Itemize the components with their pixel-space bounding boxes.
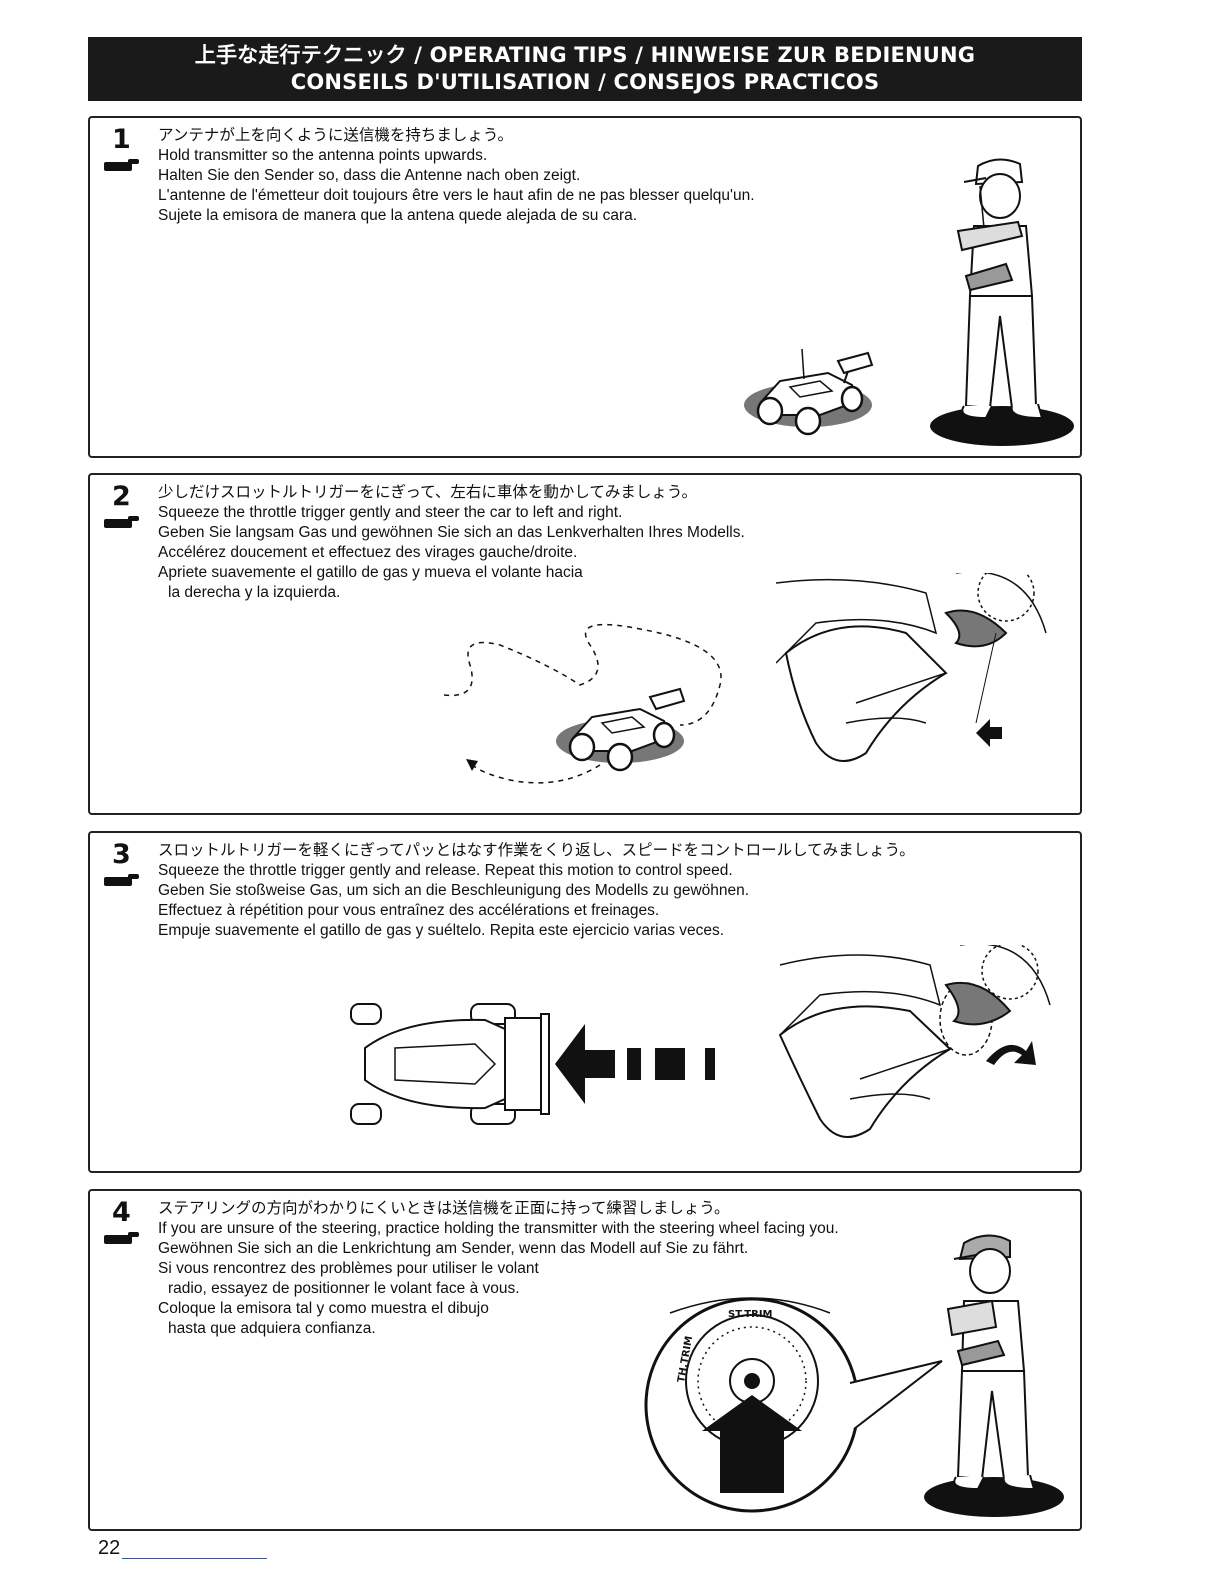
pointing-hand-icon	[104, 516, 139, 528]
text-de: Geben Sie stoßweise Gas, um sich an die …	[158, 882, 750, 899]
step-2-panel: 2 少しだけスロットルトリガーをにぎって、左右に車体を動かしてみましょう。 Sq…	[88, 473, 1082, 815]
text-es-line2: la derecha y la izquierda.	[168, 584, 341, 601]
text-ja: アンテナが上を向くように送信機を持ちましょう。	[158, 127, 513, 144]
text-es-line2: hasta que adquiera confianza.	[168, 1320, 376, 1337]
hand-on-throttle-trigger-illustration	[776, 573, 1047, 762]
page-number: 22	[98, 1537, 121, 1559]
page-header: 上手な走行テクニック / OPERATING TIPS / HINWEISE Z…	[88, 37, 1082, 101]
text-de: Geben Sie langsam Gas und gewöhnen Sie s…	[158, 524, 745, 541]
step-number: 3	[112, 839, 131, 870]
buggy-top-view-illustration	[350, 1003, 715, 1125]
step-4-panel: 4 ステアリングの方向がわかりにくいときは送信機を正面に持って練習しましょう。 …	[88, 1189, 1082, 1531]
step-3-panel: 3 スロットルトリガーを軽くにぎってパッとはなす作業をくり返し、スピードをコント…	[88, 831, 1082, 1173]
pointing-hand-icon	[104, 1232, 139, 1244]
text-es: Empuje suavemente el gatillo de gas y su…	[158, 922, 725, 939]
step-number: 2	[112, 481, 131, 512]
text-es: Sujete la emisora de manera que la anten…	[158, 207, 638, 224]
header-title-line1: 上手な走行テクニック / OPERATING TIPS / HINWEISE Z…	[194, 43, 976, 67]
pointing-hand-icon	[104, 874, 139, 886]
step-2-instructions: 少しだけスロットルトリガーをにぎって、左右に車体を動かしてみましょう。 Sque…	[158, 483, 745, 603]
text-en: Squeeze the throttle trigger gently and …	[158, 862, 733, 879]
text-en: Hold transmitter so the antenna points u…	[158, 147, 488, 164]
step-number: 4	[112, 1197, 131, 1228]
text-de: Halten Sie den Sender so, dass die Anten…	[158, 167, 581, 184]
step-number: 1	[112, 124, 131, 155]
header-title-line2: CONSEILS D'UTILISATION / CONSEJOS PRACTI…	[290, 70, 880, 94]
person-holding-transmitter-facing-illustration	[924, 1234, 1064, 1517]
text-es-line1: Apriete suavemente el gatillo de gas y m…	[158, 564, 583, 581]
st-trim-label: ST.TRIM	[728, 1309, 773, 1320]
text-fr-line2: radio, essayez de positionner le volant …	[168, 1280, 520, 1297]
text-fr: L'antenne de l'émetteur doit toujours êt…	[158, 187, 755, 204]
steering-wheel-closeup-illustration: ST.TRIM TH.TRIM	[644, 1297, 943, 1513]
text-en: If you are unsure of the steering, pract…	[158, 1220, 839, 1237]
step-1-instructions: アンテナが上を向くように送信機を持ちましょう。 Hold transmitter…	[158, 126, 755, 226]
step-1-panel: 1 アンテナが上を向くように送信機を持ちましょう。 Hold transmitt…	[88, 116, 1082, 458]
footer-rule	[122, 1558, 267, 1559]
text-es-line1: Coloque la emisora tal y como muestra el…	[158, 1300, 489, 1317]
rc-buggy-illustration	[744, 348, 874, 436]
pointing-hand-icon	[104, 159, 139, 171]
text-fr: Accélérez doucement et effectuez des vir…	[158, 544, 578, 561]
text-ja: ステアリングの方向がわかりにくいときは送信機を正面に持って練習しましょう。	[158, 1200, 730, 1217]
text-de: Gewöhnen Sie sich an die Lenkrichtung am…	[158, 1240, 749, 1257]
driving-path-illustration	[443, 623, 722, 784]
text-fr-line1: Si vous rencontrez des problèmes pour ut…	[158, 1260, 539, 1277]
text-fr: Effectuez à répétition pour vous entraîn…	[158, 902, 660, 919]
step-3-instructions: スロットルトリガーを軽くにぎってパッとはなす作業をくり返し、スピードをコントロー…	[158, 841, 915, 941]
hand-pumping-trigger-illustration	[778, 945, 1051, 1138]
text-ja: スロットルトリガーを軽くにぎってパッとはなす作業をくり返し、スピードをコントロー…	[158, 842, 915, 859]
person-holding-transmitter-illustration	[930, 158, 1074, 446]
text-en: Squeeze the throttle trigger gently and …	[158, 504, 623, 521]
step-4-instructions: ステアリングの方向がわかりにくいときは送信機を正面に持って練習しましょう。 If…	[158, 1199, 839, 1339]
text-ja: 少しだけスロットルトリガーをにぎって、左右に車体を動かしてみましょう。	[158, 484, 697, 501]
